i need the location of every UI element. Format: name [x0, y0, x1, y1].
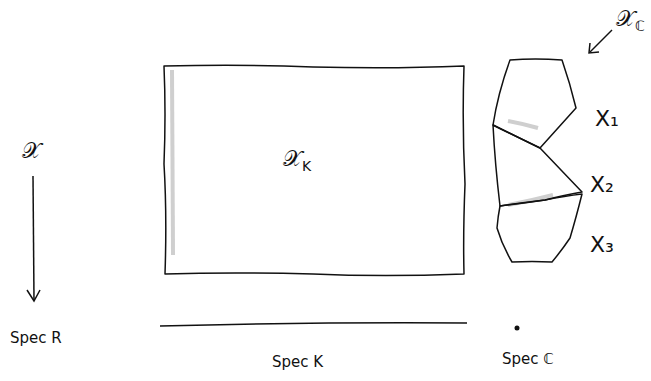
outline-path — [164, 65, 465, 275]
component-x1: X₁ — [490, 58, 580, 150]
generic-fiber: 𝒳K — [163, 64, 465, 276]
special-point-label: Spec ℂ — [502, 352, 554, 367]
arrow-head — [27, 290, 40, 301]
map-arrow — [33, 176, 34, 300]
outline-path — [493, 125, 582, 206]
node-label: 𝒳K — [283, 148, 311, 173]
highlight — [508, 121, 538, 128]
outline — [163, 64, 465, 276]
special-fiber-label: 𝒳ℂ — [616, 8, 645, 33]
node-label: X₁ — [595, 108, 619, 130]
arrow-head — [589, 43, 599, 53]
outline — [490, 58, 580, 150]
component-x3: X₃ — [490, 190, 585, 265]
leader-arrow — [590, 30, 612, 52]
base-line — [160, 323, 467, 326]
node-label: X₂ — [590, 174, 614, 196]
outline-path — [493, 59, 576, 148]
highlight — [172, 70, 173, 255]
base-point — [515, 326, 520, 331]
generic-point-label: Spec K — [272, 355, 323, 370]
outline-path — [497, 194, 582, 262]
total-space-label: 𝒳 — [22, 140, 41, 162]
outline — [490, 190, 585, 265]
base-label: Spec R — [10, 331, 62, 346]
node-label: X₃ — [590, 234, 614, 256]
